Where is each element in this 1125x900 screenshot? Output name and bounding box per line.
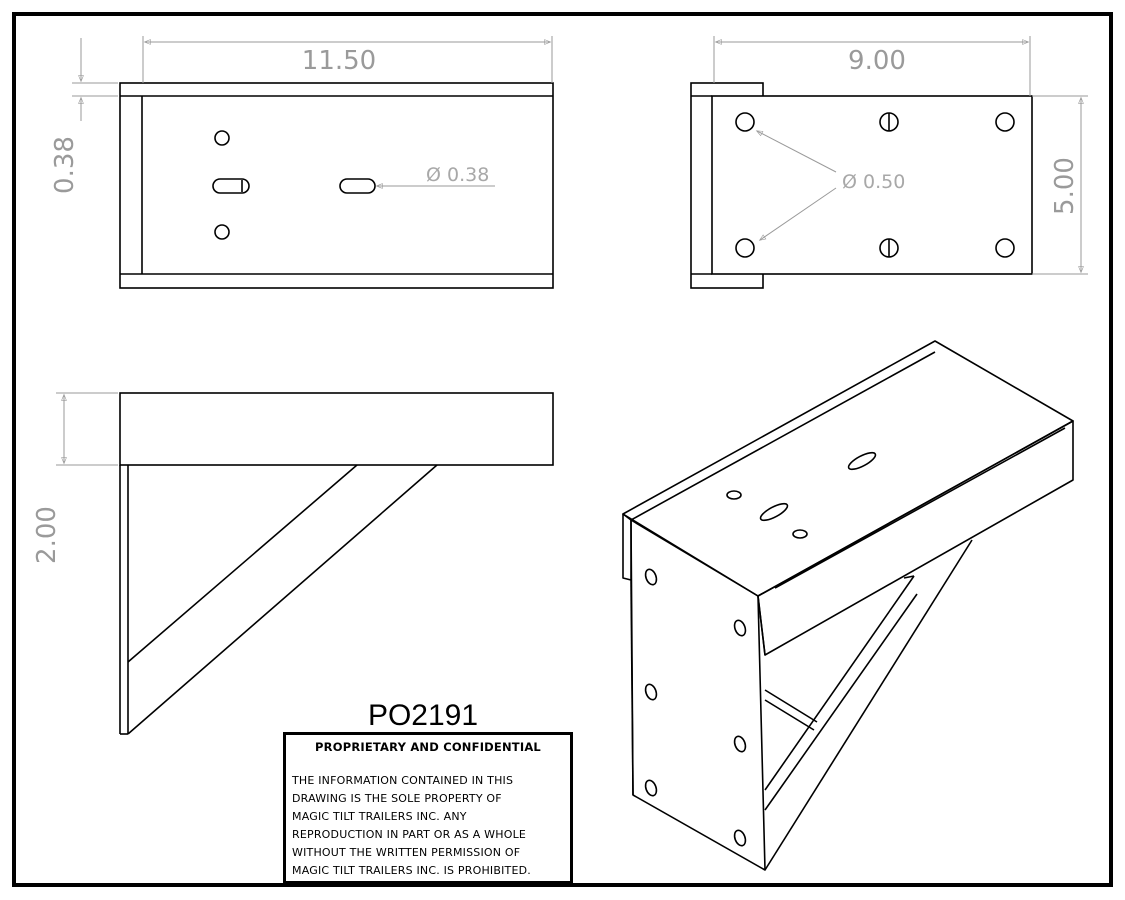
dimension-top-length: 11.50 <box>302 46 376 76</box>
bolt-hole <box>995 112 1015 132</box>
bolt-hole <box>735 112 755 132</box>
title-block-line: MAGIC TILT TRAILERS INC. ANY <box>292 810 467 823</box>
top-view <box>119 82 554 289</box>
bolt-hole <box>995 238 1015 258</box>
title-block-line: REPRODUCTION IN PART OR AS A WHOLE <box>292 828 527 841</box>
dimension-side-length: 9.00 <box>848 46 906 76</box>
front-view <box>119 392 554 735</box>
bolt-hole <box>644 568 658 586</box>
note-hole-diameter: Ø 0.50 <box>842 171 905 193</box>
title-block: PROPRIETARY AND CONFIDENTIAL THE INFORMA… <box>283 732 573 884</box>
hole-circle <box>792 529 808 539</box>
title-block-body: THE INFORMATION CONTAINED IN THIS DRAWIN… <box>292 772 564 880</box>
hole-circle <box>214 130 230 146</box>
bolt-hole <box>733 829 747 847</box>
hole-circle <box>214 224 230 240</box>
dimension-top-thickness: 0.38 <box>50 136 80 194</box>
title-block-line: THE INFORMATION CONTAINED IN THIS <box>292 774 514 787</box>
slot <box>847 451 877 471</box>
title-block-line: MAGIC TILT TRAILERS INC. IS PROHIBITED. <box>292 864 531 877</box>
title-block-line: WITHOUT THE WRITTEN PERMISSION OF <box>292 846 521 859</box>
title-block-line: DRAWING IS THE SOLE PROPERTY OF <box>292 792 502 805</box>
bolt-hole <box>644 779 658 797</box>
note-slot-diameter: Ø 0.38 <box>426 164 489 186</box>
title-block-heading: PROPRIETARY AND CONFIDENTIAL <box>315 740 541 754</box>
top-view-dimensions <box>72 36 553 189</box>
bolt-hole <box>733 619 747 637</box>
sheet-frame <box>12 12 1113 887</box>
bolt-hole <box>644 683 658 701</box>
isometric-view <box>622 340 1074 871</box>
front-view-dimensions <box>56 392 118 466</box>
slot <box>339 178 376 194</box>
slot <box>212 178 250 194</box>
bolt-hole <box>733 735 747 753</box>
bolt-hole <box>735 238 755 258</box>
hole-circle <box>726 490 742 500</box>
dimension-side-height: 5.00 <box>1050 157 1080 215</box>
side-view-dimensions <box>713 36 1088 275</box>
dimension-front-height: 2.00 <box>32 506 62 564</box>
side-view <box>690 82 1033 289</box>
part-number: PO2191 <box>368 699 478 732</box>
slot <box>759 502 789 522</box>
